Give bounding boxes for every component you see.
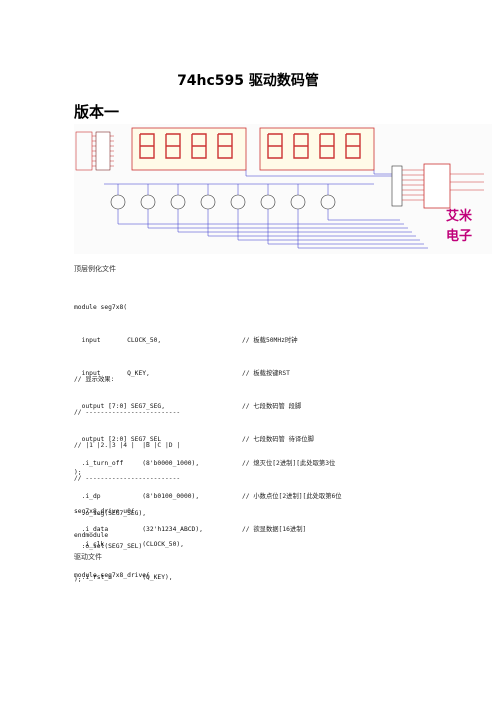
code-line: output [7:0] SEG7_SEG,	[74, 403, 165, 410]
version-heading: 版本一	[74, 103, 120, 121]
key-connector	[75, 131, 114, 171]
code-endmodule: endmodule	[74, 532, 109, 539]
code-block-ports: module seg7x8( input CLOCK_50, // 板载50MHz…	[74, 280, 314, 489]
document-title: 74hc595 驱动数码管	[177, 73, 319, 89]
code-block-params: .i_turn_off (8'b0000_1000), // 熄灭位[2进制][此…	[74, 436, 342, 546]
caption-drive-file: 驱动文件	[74, 553, 102, 561]
code-comment: // 小数点位[2进制][此处取第6位	[242, 493, 342, 500]
schematic-diagram: 艾米 电子	[74, 124, 492, 254]
svg-text:电子: 电子	[446, 228, 472, 244]
code-block-outputs: .o_seg(SEG7_SEG), .o_sel(SEG7_SEL) );	[74, 486, 146, 596]
code-comment: // 熄灭位[2进制][此处取第3位	[242, 460, 336, 467]
code-line: .i_data (32'h1234_ABCD),	[74, 526, 203, 533]
code-line: .o_seg(SEG7_SEG),	[74, 510, 147, 517]
hc595-chip	[402, 163, 484, 209]
code-line: module seg7x8(	[74, 304, 128, 311]
code-line: input CLOCK_50,	[74, 337, 162, 344]
code-line: seg7x8_drive u0(	[74, 508, 135, 515]
code-line: output [2:0] SEG7_SEL	[74, 436, 162, 443]
code-line: // -------------------------	[74, 475, 181, 482]
code-line: );	[74, 576, 82, 583]
code-line: input Q_KEY,	[74, 370, 150, 377]
svg-text:艾米: 艾米	[446, 208, 473, 224]
code-line: .i_rst_n (Q_KEY),	[74, 574, 173, 581]
resistor-array	[391, 165, 403, 207]
code-line: .i_clk (CLOCK_50),	[74, 541, 184, 548]
code-comment: // 欲显数据[16进制]	[242, 526, 307, 533]
code-drive-module: module seg7x8_drive(	[74, 572, 150, 579]
logo: 艾米 电子	[446, 208, 473, 244]
caption-top-file: 顶层例化文件	[74, 265, 116, 273]
code-line: .i_turn_off (8'b0000_1000),	[74, 460, 200, 467]
code-line: .o_sel(SEG7_SEL)	[74, 543, 143, 550]
code-comment: // 板载按键RST	[242, 370, 290, 377]
seven-seg-displays	[131, 127, 375, 171]
code-comment: // 七段数码管 待译位脚	[242, 436, 314, 443]
code-line: // 显示效果:	[74, 376, 115, 383]
code-block-instance: // 显示效果: // ------------------------- //…	[74, 352, 184, 594]
code-line: // -------------------------	[74, 409, 181, 416]
code-line: );	[74, 469, 82, 476]
code-comment: // 板载50MHz时钟	[242, 337, 298, 344]
code-comment: // 七段数码管 段脚	[242, 403, 302, 410]
code-line: .i_dp (8'b0100_0000),	[74, 493, 200, 500]
code-line: // |1 |2.|3 |4 | |B |C |D |	[74, 442, 181, 449]
